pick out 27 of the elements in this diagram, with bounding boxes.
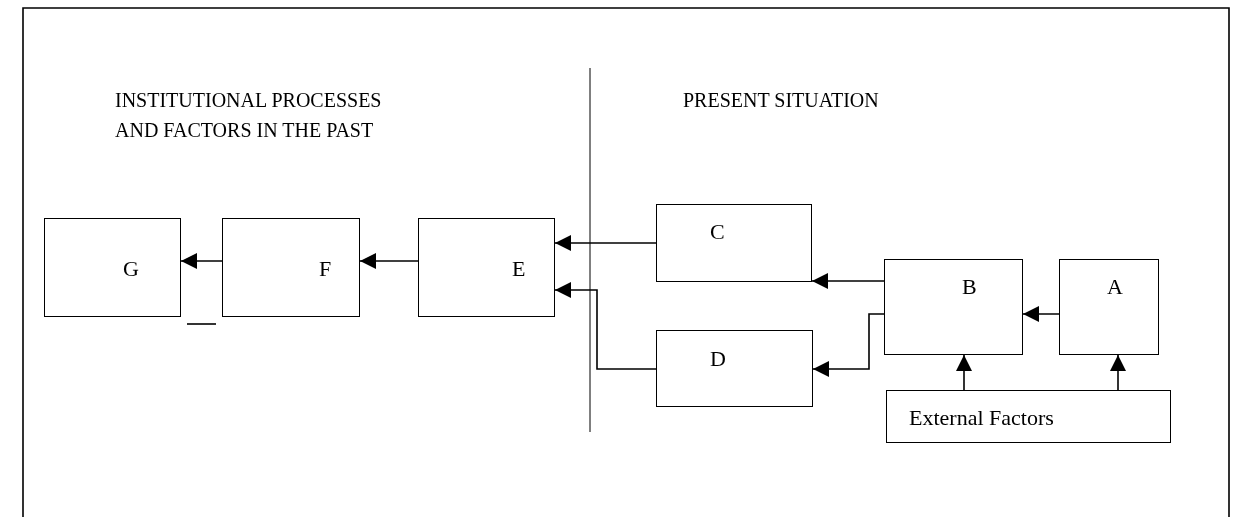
arrow bbox=[554, 282, 657, 370]
box-label: B bbox=[962, 275, 977, 300]
process-box bbox=[222, 218, 360, 317]
process-box bbox=[1059, 259, 1159, 355]
arrow bbox=[1022, 306, 1060, 322]
box-label: A bbox=[1107, 275, 1123, 300]
box-label: C bbox=[710, 220, 725, 245]
box-label: E bbox=[512, 257, 526, 282]
arrow bbox=[1110, 354, 1126, 391]
process-box bbox=[656, 330, 813, 407]
process-box bbox=[44, 218, 181, 317]
process-box bbox=[656, 204, 812, 282]
arrow bbox=[811, 273, 885, 289]
box-label: F bbox=[319, 257, 332, 282]
arrow bbox=[359, 253, 419, 269]
process-box bbox=[886, 390, 1171, 443]
box-label: External Factors bbox=[909, 406, 1054, 431]
process-box bbox=[884, 259, 1023, 355]
arrow bbox=[812, 313, 885, 377]
process-box bbox=[418, 218, 555, 317]
box-label: D bbox=[710, 347, 726, 372]
box-label: G bbox=[123, 257, 139, 282]
arrow bbox=[554, 235, 657, 251]
arrow bbox=[180, 253, 223, 269]
section-heading: INSTITUTIONAL PROCESSES AND FACTORS IN THE PAST bbox=[115, 88, 383, 143]
arrow bbox=[956, 354, 972, 391]
section-heading: PRESENT SITUATION bbox=[683, 88, 880, 113]
